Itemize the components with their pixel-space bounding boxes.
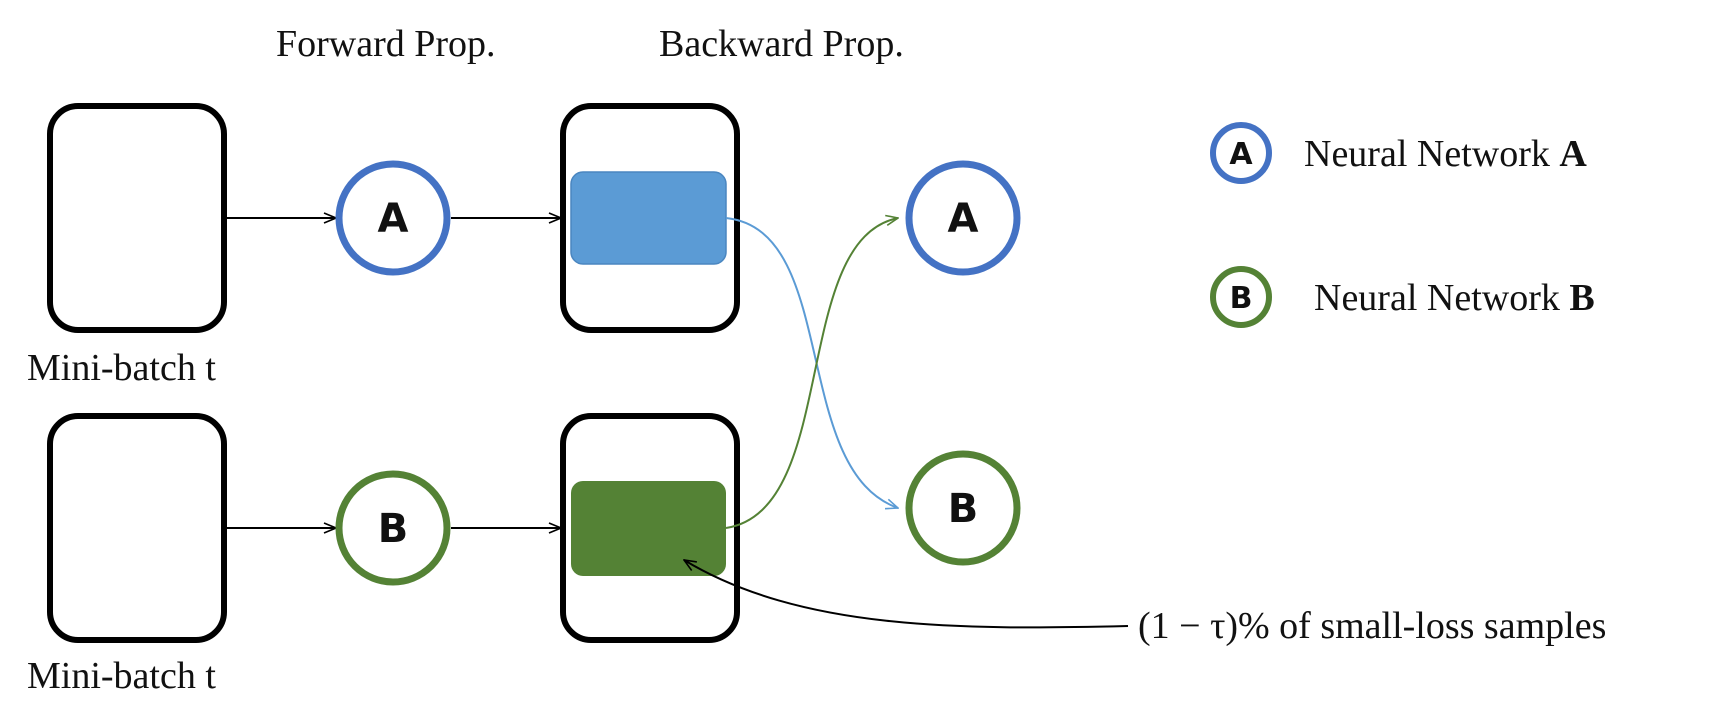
mini-batch-box-top: [47, 103, 227, 333]
network-a-circle-forward: [335, 160, 451, 276]
annotation-arrow: [684, 560, 1129, 629]
update-arrow-a-to-b: [725, 217, 898, 508]
legend-b-label: Neural Network B: [1314, 277, 1595, 319]
network-b-letter-forward: B: [378, 506, 409, 552]
network-b-letter-output: B: [948, 486, 979, 532]
mini-batch-label-top: Mini-batch t: [27, 347, 216, 389]
network-b-circle-forward: [335, 470, 451, 586]
legend-b-label-bold: B: [1569, 277, 1594, 319]
legend-a-label-prefix: Neural Network: [1304, 133, 1559, 175]
network-a-letter-output: A: [948, 196, 979, 242]
legend-a-icon: [1210, 122, 1272, 184]
legend-b-icon: [1210, 266, 1272, 328]
legend-a-label: Neural Network A: [1304, 133, 1587, 175]
network-b-circle-output: [905, 450, 1021, 566]
legend-a-label-bold: A: [1559, 133, 1587, 175]
mini-batch-label-bottom: Mini-batch t: [27, 655, 216, 697]
legend-b-label-prefix: Neural Network: [1314, 277, 1569, 319]
mini-batch-box-bottom: [47, 413, 227, 643]
update-arrow-b-to-a: [725, 218, 898, 529]
backward-prop-header: Backward Prop.: [659, 23, 904, 65]
network-a-letter-forward: A: [378, 196, 409, 242]
legend-b-letter: B: [1230, 281, 1253, 316]
selected-samples-a: [570, 171, 727, 265]
legend-a-letter: A: [1229, 137, 1253, 172]
network-a-circle-output: [905, 160, 1021, 276]
annotation-text: (1 − τ)% of small-loss samples: [1138, 605, 1606, 647]
selected-samples-b: [571, 481, 726, 576]
forward-prop-header: Forward Prop.: [276, 23, 496, 65]
